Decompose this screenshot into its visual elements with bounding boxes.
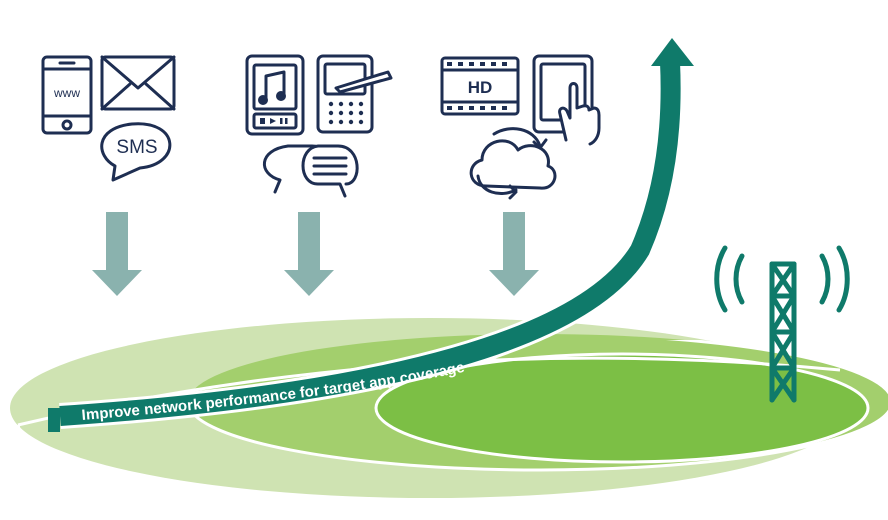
down-arrow-icon	[284, 212, 334, 296]
down-arrow-icon	[489, 212, 539, 296]
sms-bubble-icon: SMS	[100, 122, 172, 182]
input-arrows	[92, 212, 539, 296]
phone-web-icon: www	[41, 55, 93, 135]
smartphone-pen-icon	[316, 54, 393, 134]
svg-text:www: www	[53, 86, 80, 100]
inner-coverage-area	[374, 352, 870, 464]
cloud-sync-icon	[469, 127, 557, 200]
music-player-icon	[245, 54, 305, 136]
chat-bubbles-icon	[262, 144, 359, 198]
hd-film-icon: HD	[440, 56, 520, 116]
video-icon-group: HD	[440, 54, 601, 200]
cell-tower-icon	[714, 245, 850, 403]
messaging-icon-group: www SMS	[41, 55, 176, 182]
svg-text:SMS: SMS	[116, 137, 157, 158]
envelope-icon	[100, 55, 176, 111]
down-arrow-icon	[92, 212, 142, 296]
arrow-head-icon	[651, 38, 694, 66]
media-icon-group	[245, 54, 393, 198]
tablet-touch-icon	[532, 54, 601, 146]
svg-text:HD: HD	[468, 78, 493, 97]
